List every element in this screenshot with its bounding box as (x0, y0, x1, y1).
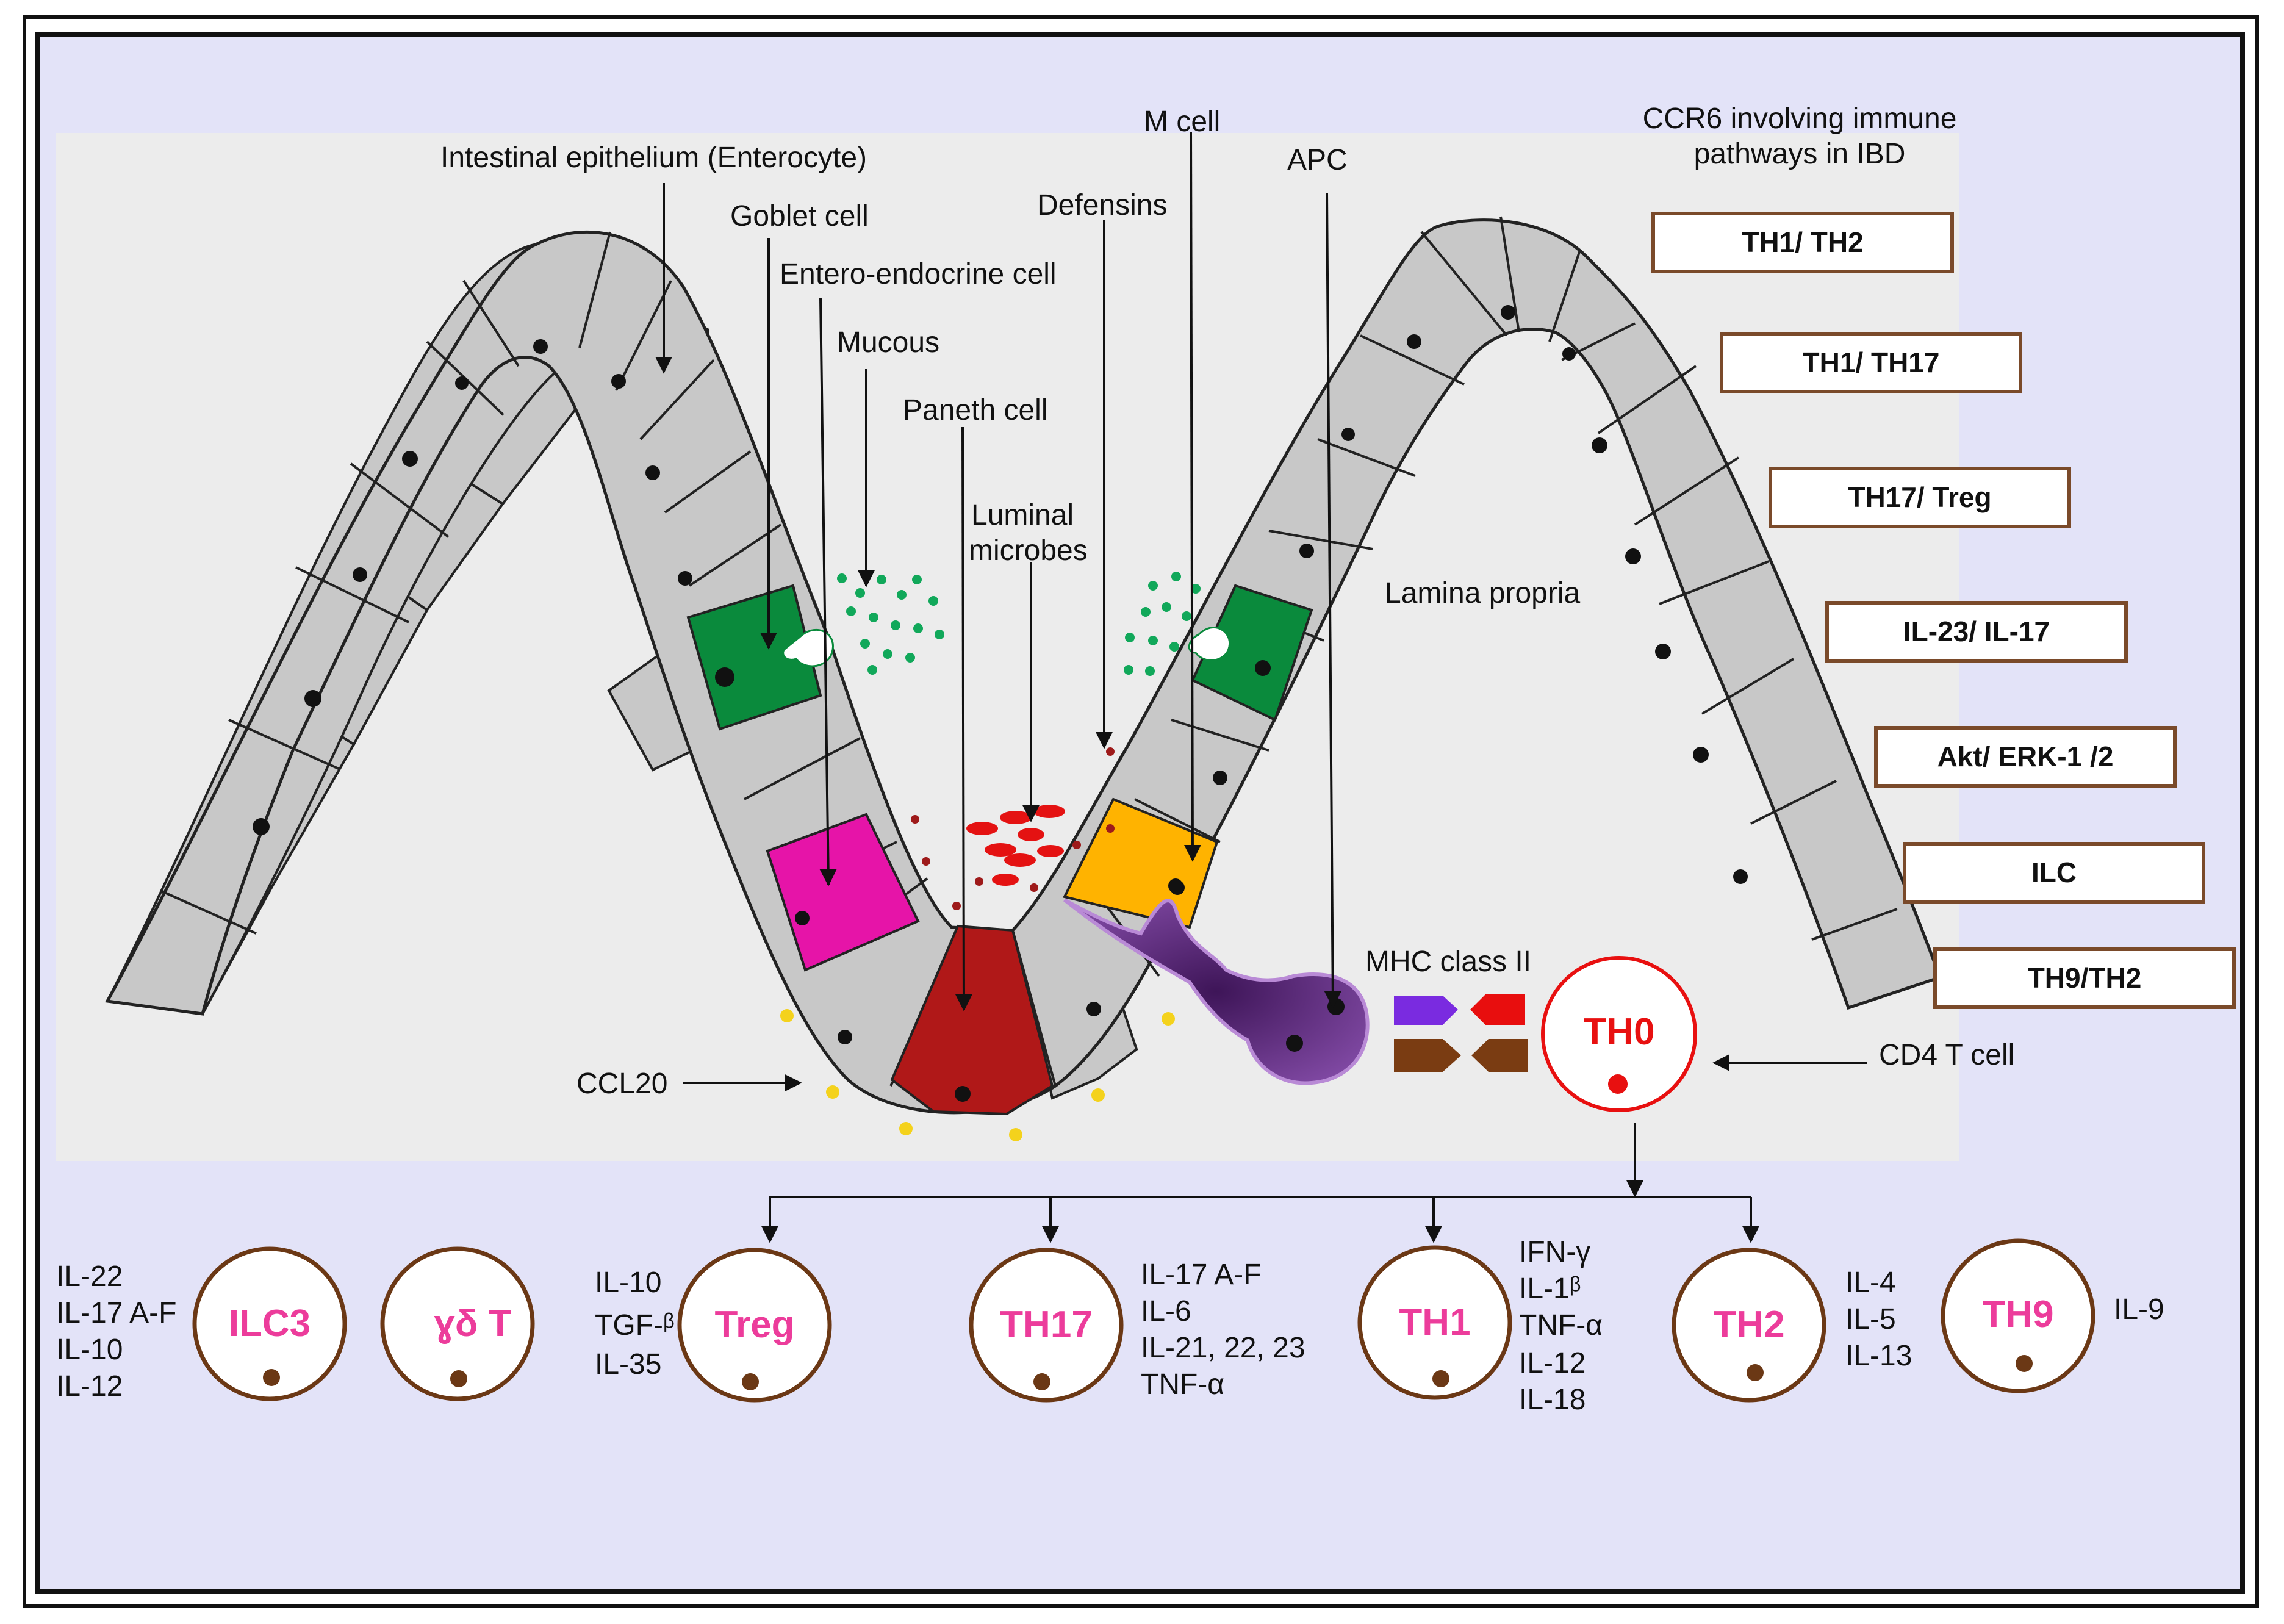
mucous-granules (837, 572, 1201, 676)
cytokine-label: TNF-α (1141, 1368, 1224, 1401)
cytokine-label: IFN-γ (1519, 1236, 1590, 1268)
t-cell-ilc3: ILC3 (192, 1246, 347, 1401)
cytokine-label: IL-17 A-F (1141, 1259, 1261, 1291)
cytokine-label: IL-21, 22, 23 (1141, 1332, 1305, 1364)
goblet-label: Goblet cell (730, 200, 869, 232)
cell-name-label: TH2 (1713, 1304, 1784, 1346)
pathway-box-label: Akt/ ERK-1 /2 (1937, 741, 2114, 772)
th0-nucleus (1608, 1074, 1628, 1094)
cytokine-label: IL-10 (595, 1267, 661, 1299)
pathway-box-label: ILC (2031, 857, 2077, 888)
enterocyte-label: Intestinal epithelium (Enterocyte) (440, 142, 867, 174)
apc-nucleus (1286, 1035, 1303, 1052)
cytokines-ilc3: IL-22 IL-17 A-F IL-10 IL-12 (56, 1260, 176, 1403)
t-cell-th17: TH17 (969, 1248, 1124, 1403)
paneth-label: Paneth cell (903, 394, 1048, 426)
cytokine-label: IL-18 (1519, 1384, 1586, 1416)
cytokine-label: IL-9 (2114, 1293, 2164, 1326)
cell-name-label: TH1 (1399, 1301, 1470, 1343)
enteroendocrine-cell (766, 813, 920, 972)
cytokine-label: IL-4 (1845, 1267, 1896, 1299)
mhc-receptor-purple (1394, 996, 1458, 1025)
t-cell-th9: TH9 (1941, 1238, 2095, 1393)
cytokine-label: IL-5 (1845, 1303, 1896, 1335)
goblet-cell-right (1191, 584, 1313, 722)
mcell-label: M cell (1144, 106, 1220, 138)
cytokines-th1: IFN-γ IL-1ᵝ TNF-α IL-12 IL-18 (1519, 1236, 1603, 1416)
cytokine-label: IL-35 (595, 1348, 661, 1381)
pathway-box-label: TH1/ TH17 (1803, 347, 1940, 378)
cytokines-th9: IL-9 (2114, 1293, 2164, 1326)
cytokines-treg: IL-10 TGF-ᵝ IL-35 (595, 1267, 674, 1381)
cytokines-th2: IL-4 IL-5 IL-13 (1845, 1267, 1912, 1372)
apc-label: APC (1287, 144, 1348, 176)
t-cell-th1: TH1 (1357, 1245, 1512, 1400)
pointer-arrows (655, 132, 1867, 1198)
cytokine-label: IL-1ᵝ (1519, 1273, 1581, 1305)
branch-arrows (761, 1197, 1759, 1243)
cell-name-label: ILC3 (229, 1302, 311, 1345)
cell-name-label: TH17 (1000, 1304, 1093, 1346)
ccl20-dots (780, 1009, 1175, 1141)
cytokine-label: IL-12 (1519, 1347, 1586, 1379)
mhc-receptor-brown (1394, 1039, 1461, 1072)
pathway-box-label: IL-23/ IL-17 (1903, 616, 2050, 647)
defensin-particles (911, 747, 1115, 910)
cd4-label: CD4 T cell (1879, 1039, 2014, 1071)
luminal-label-1: Luminal (971, 499, 1074, 531)
lamina-label: Lamina propria (1385, 577, 1580, 609)
cytokine-label: IL-12 (56, 1370, 123, 1403)
t-cell-th2: TH2 (1672, 1248, 1826, 1403)
paneth-cell (890, 924, 1054, 1116)
nuclei (253, 305, 1748, 1102)
defensins-label: Defensins (1037, 189, 1167, 221)
cytokine-label: IL-13 (1845, 1340, 1912, 1372)
t-cell-gamma-delta: ɣδ T (380, 1246, 535, 1401)
pathways-title-2: pathways in IBD (1694, 138, 1906, 170)
goblet-vacuole (1188, 627, 1230, 661)
th0-label: TH0 (1583, 1011, 1654, 1053)
pathways-title-1: CCR6 involving immune (1643, 102, 1957, 135)
cytokines-th17: IL-17 A-F IL-6 IL-21, 22, 23 TNF-α (1141, 1259, 1305, 1401)
epithelium-band (105, 218, 1942, 1115)
mucous-label: Mucous (837, 326, 939, 359)
luminal-label-2: microbes (969, 534, 1088, 567)
pathway-box-label: TH9/TH2 (2028, 962, 2142, 994)
enteroendocrine-label: Entero-endocrine cell (780, 258, 1057, 290)
m-cell (1063, 797, 1219, 929)
ccl20-label: CCL20 (576, 1068, 667, 1100)
t-cell-treg: Treg (677, 1248, 832, 1403)
goblet-cell-left (686, 584, 822, 731)
pathway-box-label: TH1/ TH2 (1742, 226, 1863, 258)
cytokine-label: IL-17 A-F (56, 1297, 176, 1329)
cell-name-label: Treg (715, 1304, 795, 1346)
cytokine-label: IL-6 (1141, 1295, 1191, 1328)
mhc-receptor-red (1470, 994, 1525, 1025)
apc-nucleus (1327, 998, 1345, 1015)
pathway-box-label: TH17/ Treg (1848, 481, 1991, 513)
cytokine-label: IL-10 (56, 1334, 123, 1366)
cytokine-label: TNF-α (1519, 1309, 1603, 1342)
pathway-boxes: TH1/ TH2 TH1/ TH17 TH17/ Treg IL-23/ IL-… (1651, 212, 2236, 1009)
cytokine-label: TGF-ᵝ (595, 1309, 674, 1342)
cell-name-label: TH9 (1982, 1293, 2053, 1335)
th0-cell (1541, 956, 1697, 1112)
goblet-vacuole (782, 628, 834, 667)
mhc-label: MHC class II (1365, 946, 1531, 978)
cytokine-label: IL-22 (56, 1260, 123, 1293)
mhc-receptor-brown-2 (1471, 1039, 1528, 1072)
cell-name-label: ɣδ T (434, 1302, 511, 1345)
